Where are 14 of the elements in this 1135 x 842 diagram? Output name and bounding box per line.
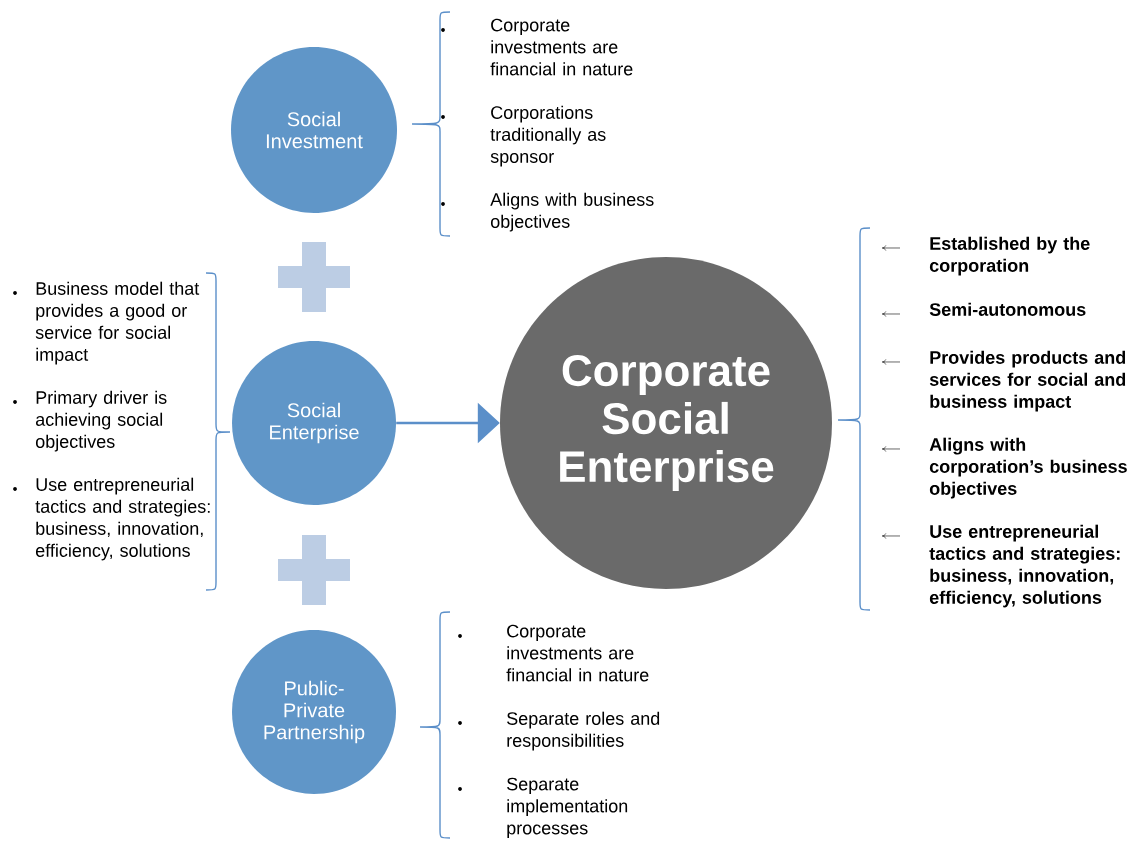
list-item: Established by the corporation [929,236,1090,276]
list-item: Use entrepreneurial tactics and strategies: business, innovation, efficiency, solutions [929,524,1120,608]
list-item: Aligns with business objectives [490,192,654,232]
list-item: Corporations traditionally as sponsor [490,105,606,167]
list-item: Corporate investments are financial in nature [506,624,649,682]
list-item: Use entrepreneurial tactics and strategies: business, innovation, efficiency, solutions [35,477,210,561]
list-item: Separate roles and responsibilities [507,711,660,751]
list-item: Aligns with corporation’s business objectives [929,437,1127,499]
list-item: Provides products and services for social and business impact [929,350,1126,412]
list-item: Semi-autonomous [929,302,1086,316]
list-item: Separate implementation processes [507,777,628,838]
list-item: Business model that provides a good or service for social impact [35,281,200,365]
list-item: Corporate investments are financial in nature [490,18,633,76]
list-item: Primary driver is achieving social objectives [35,390,167,452]
